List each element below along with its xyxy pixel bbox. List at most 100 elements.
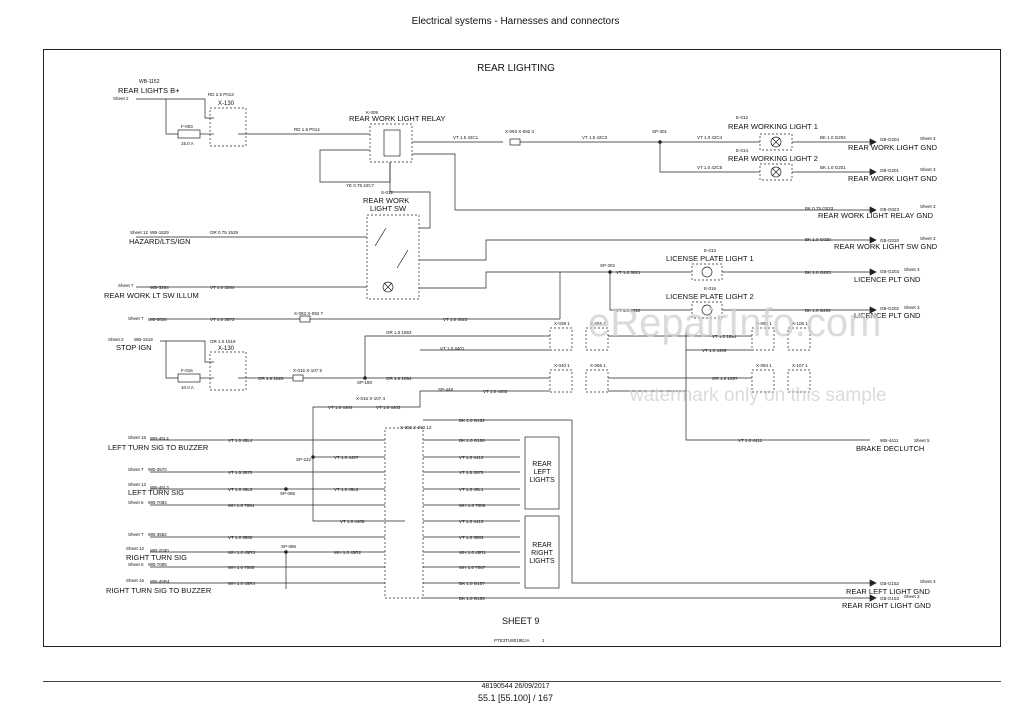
- svg-text:OR 1.0 1854: OR 1.0 1854: [386, 376, 412, 381]
- svg-text:STOP IGN: STOP IGN: [116, 343, 152, 352]
- right-turn-sig-input: Sheet 12 WB-2030 RIGHT TURN SIG: [126, 546, 187, 562]
- svg-text:VT 1.5 42C1: VT 1.5 42C1: [453, 135, 479, 140]
- svg-text:WH 1.0 45R3: WH 1.0 45R3: [228, 550, 256, 555]
- svg-text:BK 1.0 G203: BK 1.0 G203: [805, 270, 831, 275]
- right-turn-sig-buzzer-input: Sheet 15 WB-45R4 RIGHT TURN SIG TO BUZZE…: [106, 578, 212, 595]
- svg-text:VT 1.0 4404: VT 1.0 4404: [328, 405, 353, 410]
- rear-work-light-relay: [369, 123, 413, 163]
- svg-text:REAR WORK LIGHT RELAY GND: REAR WORK LIGHT RELAY GND: [818, 211, 934, 220]
- svg-text:WB-7084: WB-7084: [148, 500, 167, 505]
- svg-text:S-012: S-012: [381, 190, 394, 195]
- svg-text:VT 1.5 3570: VT 1.5 3570: [228, 470, 253, 475]
- footer-page: 55.1 [55.100] / 167: [477, 693, 554, 703]
- svg-text:Sheet 6: Sheet 6: [128, 562, 144, 567]
- svg-text:OR 1.0 1853: OR 1.0 1853: [386, 330, 412, 335]
- wb3570-input: Sheet 7 WB-3570: [128, 467, 167, 472]
- svg-text:WB-1519: WB-1519: [134, 337, 153, 342]
- svg-text:REAR: REAR: [532, 461, 551, 468]
- svg-text:F-003: F-003: [181, 124, 193, 129]
- plate-light-1-label: LICENSE PLATE LIGHT 1: [666, 254, 754, 263]
- svg-text:WB-4411: WB-4411: [880, 438, 899, 443]
- svg-text:OR 0.75 1529: OR 0.75 1529: [210, 230, 239, 235]
- watermark-sub: watermark only on this sample: [629, 385, 887, 406]
- svg-text:Sheet 7: Sheet 7: [118, 283, 134, 288]
- connector-x093-x092-block: [384, 427, 424, 599]
- svg-text:X-093 X-092 7: X-093 X-092 7: [294, 311, 324, 316]
- svg-text:X-039 1: X-039 1: [554, 321, 570, 326]
- svg-text:WB-3570: WB-3570: [148, 467, 167, 472]
- svg-text:REAR WORK LIGHT GND: REAR WORK LIGHT GND: [848, 174, 938, 183]
- svg-text:LIGHTS: LIGHTS: [529, 558, 555, 565]
- svg-text:REAR LIGHTS B+: REAR LIGHTS B+: [118, 86, 180, 95]
- svg-text:REAR WORK LT SW ILLUM: REAR WORK LT SW ILLUM: [104, 291, 199, 300]
- diagram-title: REAR LIGHTING: [477, 63, 555, 74]
- svg-text:LICENCE PLT GND: LICENCE PLT GND: [854, 311, 921, 320]
- svg-text:VT 1.5 3575: VT 1.5 3575: [459, 470, 484, 475]
- svg-text:BK 1.0 G020: BK 1.0 G020: [805, 237, 831, 242]
- svg-text:GB-G152: GB-G152: [880, 581, 900, 586]
- svg-text:REAR LEFT LIGHT GND: REAR LEFT LIGHT GND: [846, 587, 930, 596]
- svg-text:WB-7085: WB-7085: [148, 562, 167, 567]
- svg-text:REAR: REAR: [532, 542, 551, 549]
- svg-text:X-040 1: X-040 1: [554, 363, 570, 368]
- left-turn-sig-buzzer-input: Sheet 15 WB-45L4 LEFT TURN SIG TO BUZZER: [108, 435, 209, 452]
- svg-text:REAR WORK LIGHT GND: REAR WORK LIGHT GND: [848, 143, 938, 152]
- ground-labels: GB-G204 Sheet 3 REAR WORK LIGHT GND GB-G…: [818, 136, 938, 610]
- svg-text:1: 1: [542, 638, 545, 643]
- relay-label: REAR WORK LIGHT RELAY: [349, 114, 445, 123]
- svg-text:X-093 X-092 3: X-093 X-092 3: [505, 129, 535, 134]
- switch-label-1: REAR WORK: [363, 196, 409, 205]
- svg-text:WB-1529: WB-1529: [150, 230, 169, 235]
- svg-text:VT 1.0 45L1: VT 1.0 45L1: [459, 487, 484, 492]
- svg-text:VT 1.0 4403: VT 1.0 4403: [376, 405, 401, 410]
- svg-text:YE 0.75 42C7: YE 0.75 42C7: [346, 183, 375, 188]
- rear-lights-b-plus-input: WB-1152 REAR LIGHTS B+ Sheet 2: [113, 79, 180, 101]
- svg-text:REAR RIGHT LIGHT GND: REAR RIGHT LIGHT GND: [842, 601, 931, 610]
- svg-text:VT 1.0 3582: VT 1.0 3582: [228, 535, 253, 540]
- hazard-input: Sheet 12 WB-1529 HAZARD/LTS/IGN: [129, 230, 191, 246]
- svg-text:HAZARD/LTS/IGN: HAZARD/LTS/IGN: [129, 237, 191, 246]
- svg-text:F-016: F-016: [181, 368, 193, 373]
- svg-text:LIGHTS: LIGHTS: [529, 477, 555, 484]
- svg-text:VT 1.0 4408: VT 1.0 4408: [340, 519, 365, 524]
- svg-text:Sheet 3: Sheet 3: [920, 136, 936, 141]
- license-plate-light-1: [691, 263, 723, 281]
- svg-text:Sheet 7: Sheet 7: [128, 316, 144, 321]
- fuse-f003: [177, 129, 201, 139]
- svg-text:Sheet 5: Sheet 5: [914, 438, 930, 443]
- connector-x130-top: [209, 107, 247, 147]
- svg-text:GB-G020: GB-G020: [880, 238, 900, 243]
- svg-text:X-094 1: X-094 1: [756, 363, 772, 368]
- svg-text:RD 2.5 P013: RD 2.5 P013: [208, 92, 234, 97]
- svg-text:WH 1.0 7086: WH 1.0 7086: [459, 503, 486, 508]
- svg-text:X-106 1: X-106 1: [792, 321, 808, 326]
- svg-text:Sheet 15: Sheet 15: [128, 435, 147, 440]
- svg-text:BK 1.0 G152: BK 1.0 G152: [459, 418, 485, 423]
- svg-text:WH 1.0 7085: WH 1.0 7085: [228, 565, 255, 570]
- svg-text:VT 1.0 3021: VT 1.0 3021: [616, 270, 641, 275]
- svg-text:Sheet 3: Sheet 3: [904, 305, 920, 310]
- svg-text:Sheet 12: Sheet 12: [130, 230, 149, 235]
- svg-text:Sheet 3: Sheet 3: [920, 167, 936, 172]
- svg-text:GB-G203: GB-G203: [880, 269, 900, 274]
- svg-text:LEFT: LEFT: [533, 469, 551, 476]
- plate-light-2-label: LICENSE PLATE LIGHT 2: [666, 292, 754, 301]
- svg-text:BK 1.0 G201: BK 1.0 G201: [820, 165, 846, 170]
- svg-text:Sheet 3: Sheet 3: [904, 267, 920, 272]
- wb7085-input: Sheet 6 WB-7085: [128, 562, 167, 567]
- svg-text:VT 1.0 3022: VT 1.0 3022: [616, 308, 641, 313]
- svg-text:OR 1.0 1519: OR 1.0 1519: [210, 339, 236, 344]
- svg-text:X-107 1: X-107 1: [792, 363, 808, 368]
- svg-text:BK 1.0 G157: BK 1.0 G157: [459, 581, 485, 586]
- svg-text:X-066 1: X-066 1: [590, 363, 606, 368]
- svg-text:SP-302: SP-302: [600, 263, 616, 268]
- inline-connector-x093: [509, 138, 521, 146]
- sheet-label: SHEET 9: [502, 616, 539, 626]
- svg-text:VT 1.0 3573: VT 1.0 3573: [210, 317, 235, 322]
- svg-text:VT 1.0 4401: VT 1.0 4401: [440, 346, 465, 351]
- footer-doc: 48190544 26/09/2017: [481, 683, 550, 690]
- svg-text:LICENCE PLT GND: LICENCE PLT GND: [854, 275, 921, 284]
- svg-text:BRAKE DECLUTCH: BRAKE DECLUTCH: [856, 444, 924, 453]
- svg-text:VT 1.0 4413: VT 1.0 4413: [459, 519, 484, 524]
